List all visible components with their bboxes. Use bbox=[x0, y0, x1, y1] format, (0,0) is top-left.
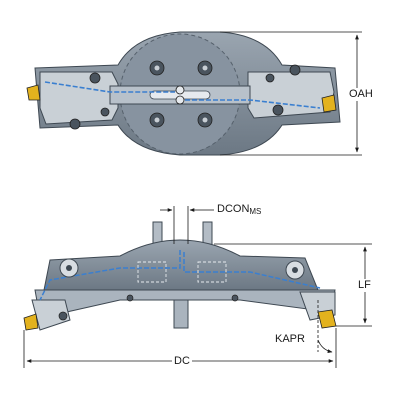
side-coolant-right bbox=[183, 252, 321, 289]
side-coolant-left bbox=[39, 250, 181, 301]
dcon-dimension bbox=[160, 206, 214, 244]
screw bbox=[272, 104, 284, 116]
top-left-insert bbox=[26, 84, 41, 101]
screw bbox=[89, 72, 101, 84]
dcon-label: DCONMS bbox=[217, 204, 261, 216]
top-view bbox=[26, 31, 341, 156]
top-center-pin bbox=[175, 95, 185, 105]
side-hidden-pocket bbox=[137, 261, 167, 283]
dcon-label-sub: MS bbox=[249, 207, 262, 216]
top-center-pin bbox=[175, 85, 185, 95]
screw bbox=[231, 294, 239, 302]
side-hidden-pocket bbox=[197, 261, 227, 283]
dcon-label-main: DCON bbox=[217, 203, 250, 215]
side-body-upper bbox=[43, 239, 319, 291]
oah-label: OAH bbox=[349, 88, 373, 101]
screw bbox=[69, 118, 81, 130]
top-coolant-channel-left bbox=[44, 81, 175, 93]
screw bbox=[126, 294, 134, 302]
screw bbox=[100, 107, 110, 117]
kapr-dimension bbox=[317, 300, 333, 354]
top-right-cartridge bbox=[247, 71, 335, 119]
screw bbox=[265, 73, 275, 83]
lf-label: LF bbox=[358, 279, 371, 292]
top-right-insert bbox=[321, 94, 337, 113]
screw bbox=[289, 64, 301, 76]
kapr-label: KAPR bbox=[275, 333, 305, 345]
side-view bbox=[23, 221, 337, 331]
side-left-insert bbox=[23, 313, 39, 331]
side-left-cartridge bbox=[31, 299, 71, 331]
screw bbox=[58, 311, 68, 321]
dc-label: DC bbox=[172, 355, 192, 367]
top-coolant-channel-right bbox=[185, 99, 321, 109]
